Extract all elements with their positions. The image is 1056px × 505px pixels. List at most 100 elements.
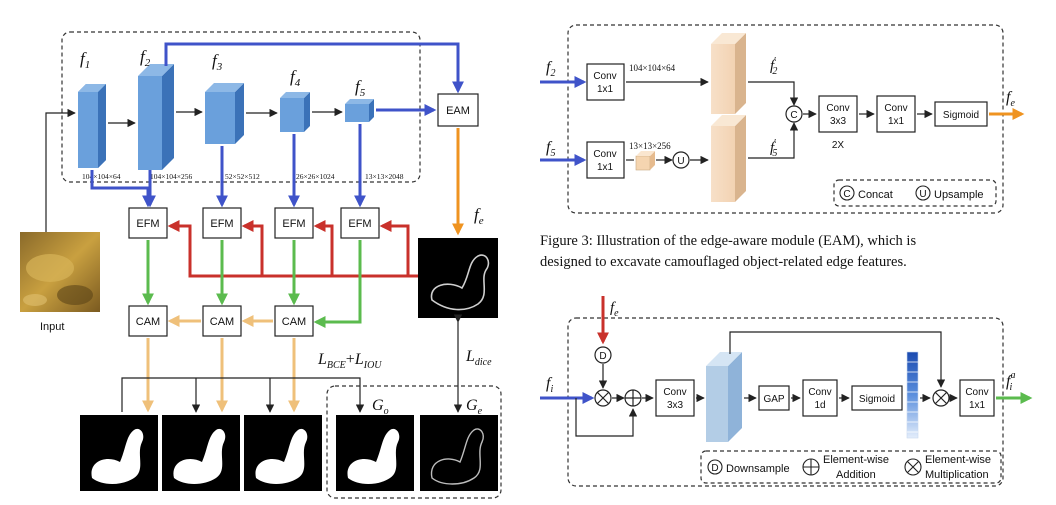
eam-dim-top: 104×104×64 — [629, 63, 676, 73]
efm-sigmoid-box — [851, 385, 903, 411]
prediction-2 — [162, 415, 240, 491]
label-f1: f1 — [80, 49, 90, 71]
efm-sigmoid-label: Sigmoid — [859, 394, 895, 405]
eam-conv1-bot — [586, 141, 625, 179]
feature-block-f3 — [205, 83, 244, 144]
efm-mul-cross-2 — [935, 392, 947, 404]
efm-gap-box — [758, 385, 790, 411]
eam-concat-letter: C — [790, 110, 797, 121]
efm-legend-add-cross — [803, 459, 819, 475]
eam-conv1-top-kernel: 1x1 — [597, 84, 614, 95]
eam-sigmoid-box — [934, 101, 988, 127]
eam-2x: 2X — [832, 140, 845, 151]
edge-map-fe — [418, 238, 498, 318]
efm-input-fe: fe — [610, 300, 619, 319]
label-f5: f5 — [355, 77, 366, 99]
efm-box-4 — [340, 207, 380, 239]
feature-block-f5 — [345, 99, 374, 122]
cam-box-2 — [202, 305, 242, 337]
efm-gap-label: GAP — [763, 394, 784, 405]
prediction-1 — [80, 415, 158, 491]
dim-f4: 26×26×1024 — [296, 172, 335, 181]
efm-legend-add-2: Addition — [836, 469, 876, 481]
efm-conv1d-label: Conv — [808, 387, 831, 398]
eam-legend-upsample-letter: U — [919, 189, 926, 200]
cam-label-2: CAM — [210, 316, 234, 328]
label-fe-left: fe — [474, 205, 484, 227]
eam-conv1-final-label: Conv — [884, 103, 907, 114]
efm-legend-mul-2: Multiplication — [925, 469, 989, 481]
eam-box — [437, 93, 479, 127]
efm-conv3 — [655, 379, 695, 417]
eam-small-cube — [635, 151, 655, 171]
dim-f2: 104×104×256 — [150, 172, 192, 181]
input-label: Input — [40, 321, 64, 333]
efm-downsample-letter: D — [599, 351, 606, 362]
efm-label-4: EFM — [348, 218, 371, 230]
efm-label-1: EFM — [136, 218, 159, 230]
eam-conv1-top — [586, 63, 625, 101]
feature-block-f2 — [138, 64, 174, 170]
efm-residual-path — [729, 331, 946, 388]
arrow-f2-to-eam — [164, 42, 464, 94]
eam-feature-map-bottom — [711, 115, 746, 202]
loss-bracket — [121, 377, 365, 413]
label-go: Go — [372, 397, 389, 417]
efm-legend-mul-1: Element-wise — [925, 454, 991, 466]
eam-dim-bot: 13×13×256 — [629, 141, 671, 151]
eam-conv3 — [818, 95, 858, 133]
eam-f2prime: f′2 — [770, 56, 777, 77]
dim-f1: 104×104×64 — [82, 172, 121, 181]
cam-label-1: CAM — [136, 316, 160, 328]
efm-conv1d — [802, 379, 838, 417]
label-ge: Ge — [466, 397, 483, 417]
eam-input-f2: f2 — [546, 59, 555, 79]
efm-legend-down-icon — [707, 459, 723, 475]
efm-add-cross — [625, 390, 641, 406]
arrow-efm4-to-cam3 — [313, 240, 362, 328]
loss-bce-iou-label: LBCE+LIOU — [317, 351, 382, 371]
efm-skip-path — [575, 398, 638, 437]
cam-box-1 — [128, 305, 168, 337]
ground-truth-edge — [420, 415, 498, 491]
label-f3: f3 — [212, 51, 223, 73]
efm-conv3-kernel: 3x3 — [667, 400, 684, 411]
eam-output-fe: fe — [1006, 89, 1015, 109]
efm-feature-map — [706, 352, 742, 442]
efm-legend-add-1: Element-wise — [823, 454, 889, 466]
efm-box-1 — [128, 207, 168, 239]
eam-legend-concat: Concat — [858, 189, 893, 201]
efm-conv3-label: Conv — [663, 387, 686, 398]
eam-conv3-label: Conv — [826, 103, 849, 114]
arrow-input-f1 — [45, 108, 76, 232]
efm-legend-frame — [700, 450, 1002, 484]
efm-input-fi: fi — [546, 375, 553, 395]
label-f4: f4 — [290, 67, 301, 89]
efm-mul-cross-1 — [597, 392, 609, 404]
efm-legend-down: Downsample — [726, 463, 790, 475]
arrow-fe-to-efm1 — [167, 220, 418, 278]
ground-truth-object — [336, 415, 414, 491]
cam-box-3 — [274, 305, 314, 337]
input-image — [20, 232, 100, 312]
backbone-dashed-frame — [61, 31, 421, 183]
caption-line-2: designed to excavate camouflaged object-… — [540, 254, 907, 270]
efm-dashed-frame — [567, 317, 1004, 487]
efm-conv1x1-label: Conv — [965, 387, 988, 398]
dim-f5: 13×13×2048 — [365, 172, 404, 181]
efm-label-2: EFM — [210, 218, 233, 230]
eam-input-f5: f5 — [546, 139, 555, 159]
efm-box-3 — [274, 207, 314, 239]
eam-concat-symbol — [785, 105, 803, 123]
backbone-group: f1 f2 f3 f4 f5 104×104×64 104×104×256 52… — [61, 31, 421, 183]
eam-conv1-bot-kernel: 1x1 — [597, 162, 614, 173]
eam-upsample-letter: U — [677, 156, 684, 167]
dim-f3: 52×52×512 — [225, 172, 260, 181]
efm-box-2 — [202, 207, 242, 239]
efm-attention-bar — [906, 351, 919, 439]
eam-conv1-top-label: Conv — [593, 71, 616, 82]
efm-figure: fe D fi Conv 3x3 GAP Conv 1d S — [540, 296, 1033, 487]
feature-block-f4 — [280, 92, 310, 132]
